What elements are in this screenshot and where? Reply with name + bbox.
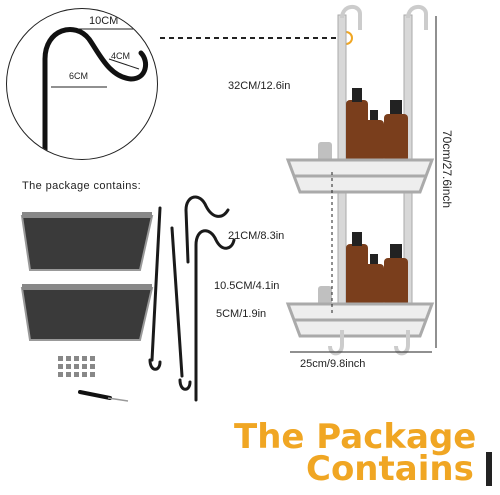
screw-set	[58, 356, 95, 377]
rail-height-dimension: 5CM/1.9in	[216, 308, 267, 320]
screwdriver	[78, 390, 129, 402]
bottom-shelf-bottles	[318, 232, 408, 306]
hook-depth-label: 4CM	[111, 51, 131, 61]
hook-detail-inset: 10CM 4CM 6CM	[6, 8, 158, 160]
shelf-gap-dimension: 21CM/8.3in	[228, 230, 285, 242]
package-title: The package contains:	[22, 180, 142, 192]
tray-1	[20, 212, 154, 271]
top-shelf-bottles	[318, 88, 408, 162]
hook-width-label: 10CM	[89, 15, 119, 27]
headline-accent-bar	[486, 452, 492, 486]
hook-detail-drawing	[42, 27, 149, 159]
headline-line-1: The Package	[234, 417, 477, 457]
hook-drop-label: 6CM	[69, 71, 89, 81]
top-span-dimension: 32CM/12.6in	[228, 80, 291, 92]
width-dimension: 25cm/9.8inch	[300, 358, 366, 370]
shelf-depth-dimension: 10.5CM/4.1in	[214, 280, 280, 292]
headline-line-2: Contains	[306, 449, 474, 489]
tray-2	[20, 284, 154, 341]
total-height-dimension: 70cm/27.6inch	[440, 130, 454, 209]
